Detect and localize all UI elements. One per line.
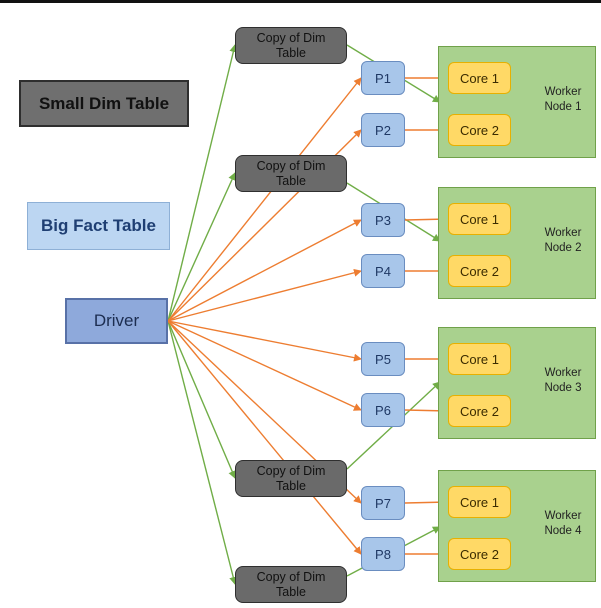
dim-table-copy-2: Copy of Dim Table	[235, 155, 347, 192]
worker-node-label: Worker Node 1	[544, 86, 582, 113]
driver-to-dim-copy-arrow	[167, 320, 238, 585]
core-box: Core 1	[448, 343, 511, 375]
dim-table-copy-label: Copy of Dim Table	[256, 30, 326, 60]
core-box: Core 1	[448, 203, 511, 235]
driver-to-partition-arrow	[167, 320, 362, 411]
core-label: Core 2	[459, 403, 500, 419]
core-label: Core 1	[459, 494, 500, 510]
partition-label: P2	[375, 122, 391, 138]
driver-to-partition-arrow	[167, 320, 362, 555]
partition-p6: P6	[361, 393, 405, 427]
core-label: Core 2	[459, 122, 500, 138]
small-dim-table-legend: Small Dim Table	[19, 80, 189, 127]
driver-to-partition-arrow	[167, 320, 362, 362]
driver-to-partition-arrow	[167, 77, 362, 322]
big-fact-table-label: Big Fact Table	[41, 216, 156, 235]
worker-node-label: Worker Node 2	[544, 227, 582, 254]
driver-to-partition-arrow	[167, 268, 362, 322]
driver-to-dim-copy-arrow	[167, 44, 238, 322]
core-box: Core 2	[448, 114, 511, 146]
partition-label: P4	[375, 263, 391, 279]
driver-label: Driver	[93, 311, 140, 330]
dim-table-copy-label: Copy of Dim Table	[256, 569, 326, 599]
core-box: Core 1	[448, 486, 511, 518]
worker-node-label: Worker Node 3	[544, 367, 582, 394]
partition-p1: P1	[361, 61, 405, 95]
dim-table-copy-label: Copy of Dim Table	[256, 463, 326, 493]
driver-to-partition-arrow	[167, 219, 362, 322]
partition-p4: P4	[361, 254, 405, 288]
small-dim-table-label: Small Dim Table	[38, 93, 170, 113]
core-box: Core 2	[448, 395, 511, 427]
partition-label: P7	[375, 495, 391, 511]
dim-table-copy-label: Copy of Dim Table	[256, 158, 326, 188]
core-label: Core 1	[459, 211, 500, 227]
partition-label: P6	[375, 402, 391, 418]
top-border-line	[0, 0, 601, 3]
dim-table-copy-4: Copy of Dim Table	[235, 566, 347, 603]
partition-p7: P7	[361, 486, 405, 520]
partition-label: P3	[375, 212, 391, 228]
core-label: Core 1	[459, 351, 500, 367]
core-box: Core 1	[448, 62, 511, 94]
partition-p2: P2	[361, 113, 405, 147]
core-label: Core 2	[459, 263, 500, 279]
driver-to-dim-copy-arrow	[167, 320, 236, 479]
core-label: Core 2	[459, 546, 500, 562]
core-box: Core 2	[448, 538, 511, 570]
worker-node-label: Worker Node 4	[544, 510, 582, 537]
core-label: Core 1	[459, 70, 500, 86]
partition-p3: P3	[361, 203, 405, 237]
driver-to-dim-copy-arrow	[167, 172, 236, 322]
partition-label: P8	[375, 546, 391, 562]
partition-label: P5	[375, 351, 391, 367]
dim-table-copy-3: Copy of Dim Table	[235, 460, 347, 497]
dim-table-copy-1: Copy of Dim Table	[235, 27, 347, 64]
big-fact-table-legend: Big Fact Table	[27, 202, 170, 250]
core-box: Core 2	[448, 255, 511, 287]
partition-label: P1	[375, 70, 391, 86]
driver-node: Driver	[65, 298, 168, 344]
partition-p5: P5	[361, 342, 405, 376]
partition-p8: P8	[361, 537, 405, 571]
